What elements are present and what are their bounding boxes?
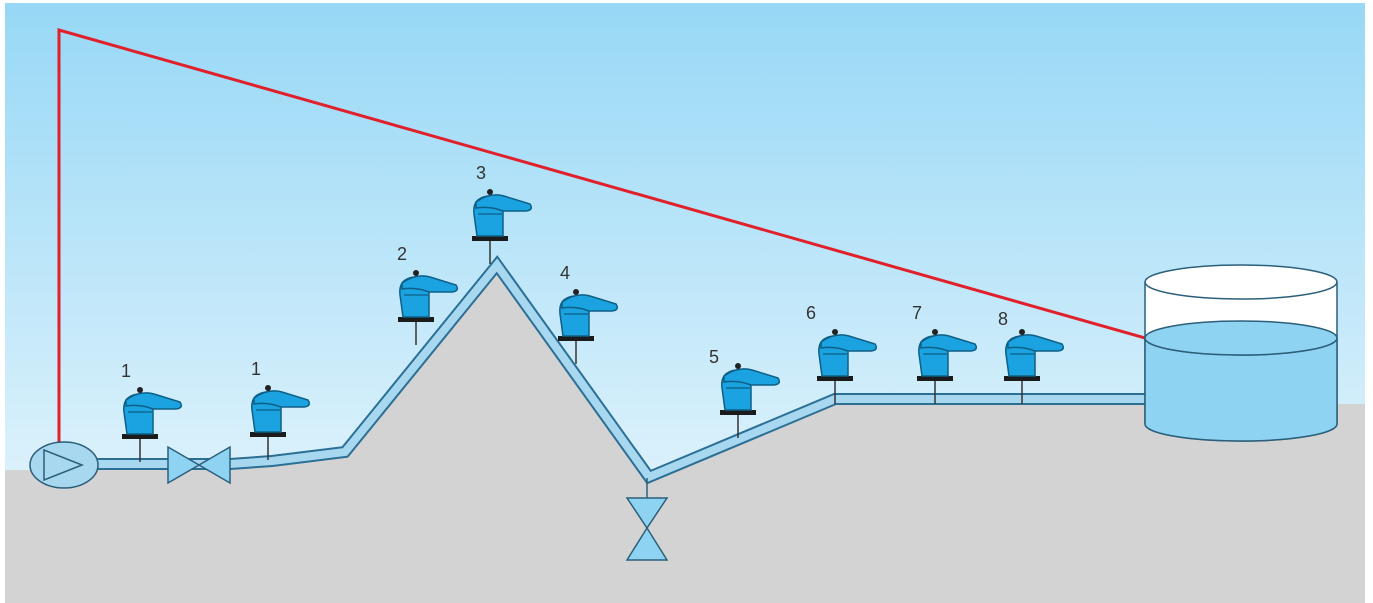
valve-number-label: 3 (476, 163, 486, 183)
air-valve-1b: 1 (249, 359, 311, 461)
air-valve-1a: 1 (121, 361, 183, 463)
pump-icon (29, 441, 99, 489)
air-valve-4: 4 (557, 263, 619, 365)
valve-number-label: 5 (709, 347, 719, 367)
air-valve-3: 3 (471, 163, 533, 265)
gate-valve-icon (167, 445, 231, 485)
air-valve-2: 2 (397, 244, 459, 346)
hydraulic-grade-line (57, 28, 1146, 465)
valve-number-label: 6 (806, 303, 816, 323)
valve-number-label: 2 (397, 244, 407, 264)
reservoir-tank-icon (1144, 264, 1338, 442)
air-valve-6: 6 (806, 303, 878, 405)
valve-number-label: 1 (251, 359, 261, 379)
drain-valve-icon (625, 478, 669, 561)
valve-number-label: 7 (912, 303, 922, 323)
valve-number-label: 1 (121, 361, 131, 381)
air-valve-5: 5 (709, 347, 781, 439)
valve-number-label: 4 (560, 263, 570, 283)
valve-number-label: 8 (998, 309, 1008, 329)
air-valve-7: 7 (912, 303, 978, 405)
ground-terrain (5, 262, 1365, 603)
air-valve-8: 8 (998, 309, 1065, 405)
